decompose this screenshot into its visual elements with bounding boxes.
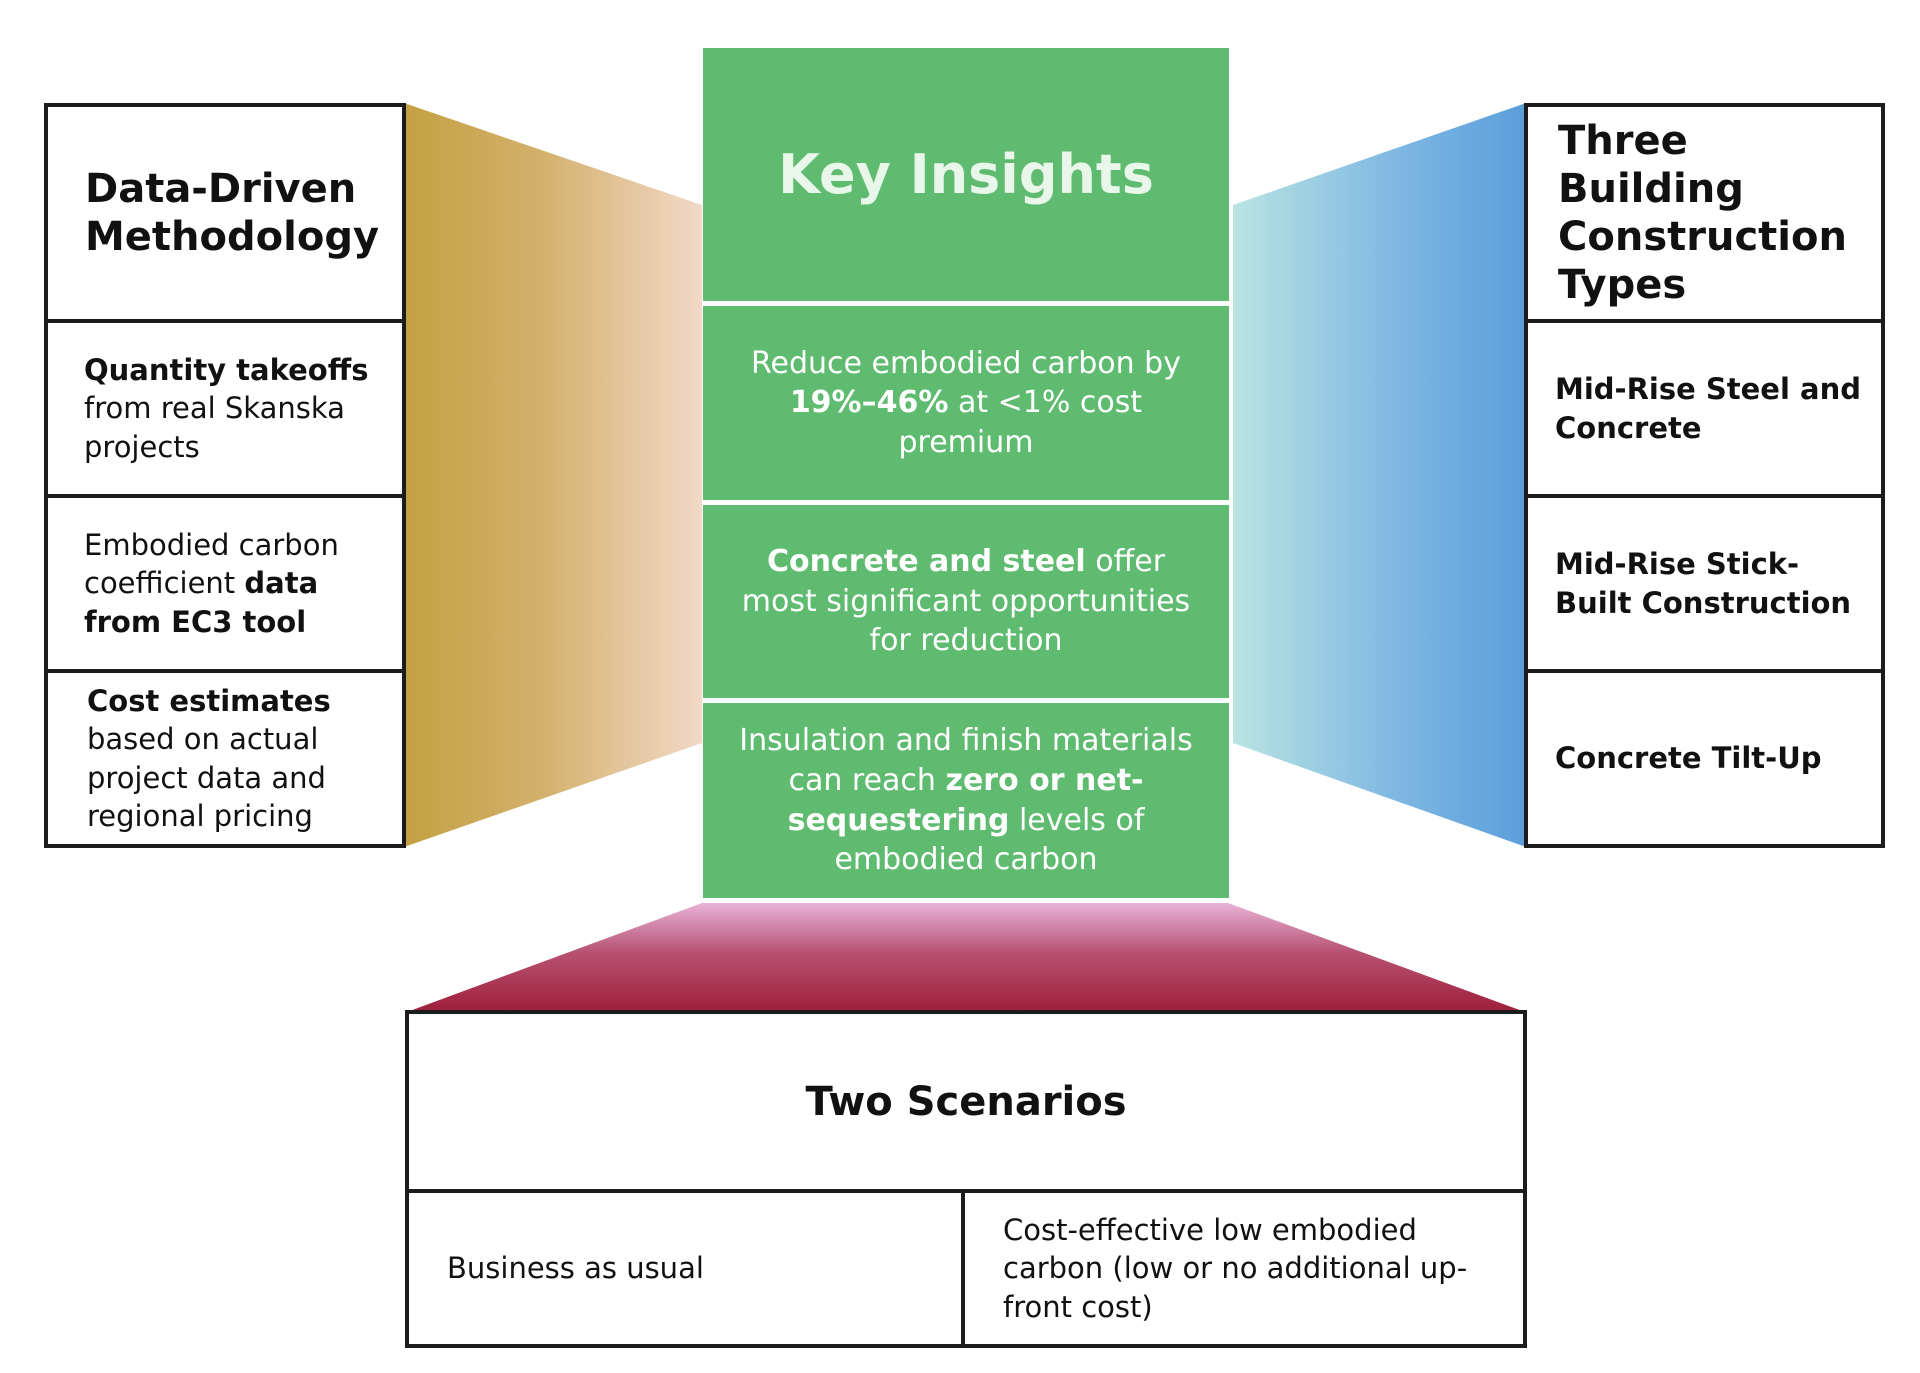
construction-types-heading-box: Three Building Construction Types (1524, 103, 1885, 323)
construction-type-box-3: Concrete Tilt-Up (1524, 669, 1885, 848)
text-part: Reduce embodied carbon by (751, 345, 1181, 381)
key-insights-heading: Key Insights (778, 143, 1154, 206)
text-part: at <1% cost premium (898, 385, 1143, 460)
text-part: Mid-Rise Stick-Built Construction (1555, 547, 1852, 620)
methodology-item-box-2: Embodied carbon coefficient data from EC… (44, 494, 406, 673)
scenario-box-1: Business as usual (405, 1189, 965, 1348)
construction-type-stick-built: Mid-Rise Stick-Built Construction (1555, 545, 1869, 622)
insight-concrete-steel: Concrete and steel offer most significan… (737, 542, 1195, 661)
methodology-heading: Data-Driven Methodology (85, 166, 380, 260)
scenario-box-2: Cost-effective low embodied carbon (low … (961, 1189, 1527, 1348)
construction-type-box-1: Mid-Rise Steel and Concrete (1524, 319, 1885, 498)
insight-carbon-reduction: Reduce embodied carbon by 19%–46% at <1%… (731, 344, 1201, 463)
text-part: levels of embodied carbon (834, 802, 1145, 878)
text-part: Cost-effective low embodied carbon (low … (1003, 1213, 1468, 1324)
key-insights-heading-box: Key Insights (703, 48, 1229, 301)
methodology-item-box-3: Cost estimates based on actual project d… (44, 669, 406, 848)
construction-types-heading: Three Building Construction Types (1558, 118, 1847, 308)
scenario-business-as-usual: Business as usual (447, 1249, 704, 1287)
scenarios-heading-box: Two Scenarios (405, 1010, 1527, 1193)
text-part: 19%–46% (789, 385, 949, 421)
text-part: data from EC3 tool (84, 566, 319, 639)
insight-box-1: Reduce embodied carbon by 19%–46% at <1%… (703, 306, 1229, 500)
text-part: Mid-Rise Steel and Concrete (1555, 372, 1861, 445)
scenario-low-embodied-carbon: Cost-effective low embodied carbon (low … (1003, 1211, 1493, 1326)
text-part: Cost estimates (87, 683, 331, 718)
text-part: Embodied carbon coefficient (84, 528, 339, 601)
methodology-item-box-1: Quantity takeoffs from real Skanska proj… (44, 319, 406, 498)
gold-connector (404, 103, 702, 847)
methodology-item-cost-estimates: Cost estimates based on actual project d… (87, 682, 388, 835)
text-part: based on actual project data and regiona… (87, 722, 326, 833)
blue-connector (1233, 103, 1526, 847)
construction-type-tilt-up: Concrete Tilt-Up (1555, 739, 1822, 777)
text-part: Quantity takeoffs (84, 353, 369, 388)
methodology-heading-box: Data-Driven Methodology (44, 103, 406, 323)
methodology-item-carbon-coefficients: Embodied carbon coefficient data from EC… (84, 526, 384, 641)
construction-type-steel-concrete: Mid-Rise Steel and Concrete (1555, 370, 1867, 447)
insight-insulation-finishes: Insulation and finish materials can reac… (739, 721, 1193, 879)
construction-type-box-2: Mid-Rise Stick-Built Construction (1524, 494, 1885, 673)
text-part: zero or net-sequestering (787, 762, 1144, 838)
scenarios-heading: Two Scenarios (805, 1078, 1127, 1125)
methodology-item-quantity-takeoffs: Quantity takeoffs from real Skanska proj… (84, 351, 384, 466)
text-part: Concrete and steel (766, 544, 1086, 580)
text-part: Business as usual (447, 1251, 704, 1286)
crimson-connector (407, 903, 1525, 1012)
text-part: Concrete Tilt-Up (1555, 741, 1822, 776)
insight-box-2: Concrete and steel offer most significan… (703, 505, 1229, 698)
text-part: from real Skanska projects (84, 391, 345, 464)
text-part: Insulation and finish materials can reac… (739, 723, 1193, 798)
text-part: offer most significant opportunities for… (741, 544, 1191, 659)
insight-box-3: Insulation and finish materials can reac… (703, 703, 1229, 898)
